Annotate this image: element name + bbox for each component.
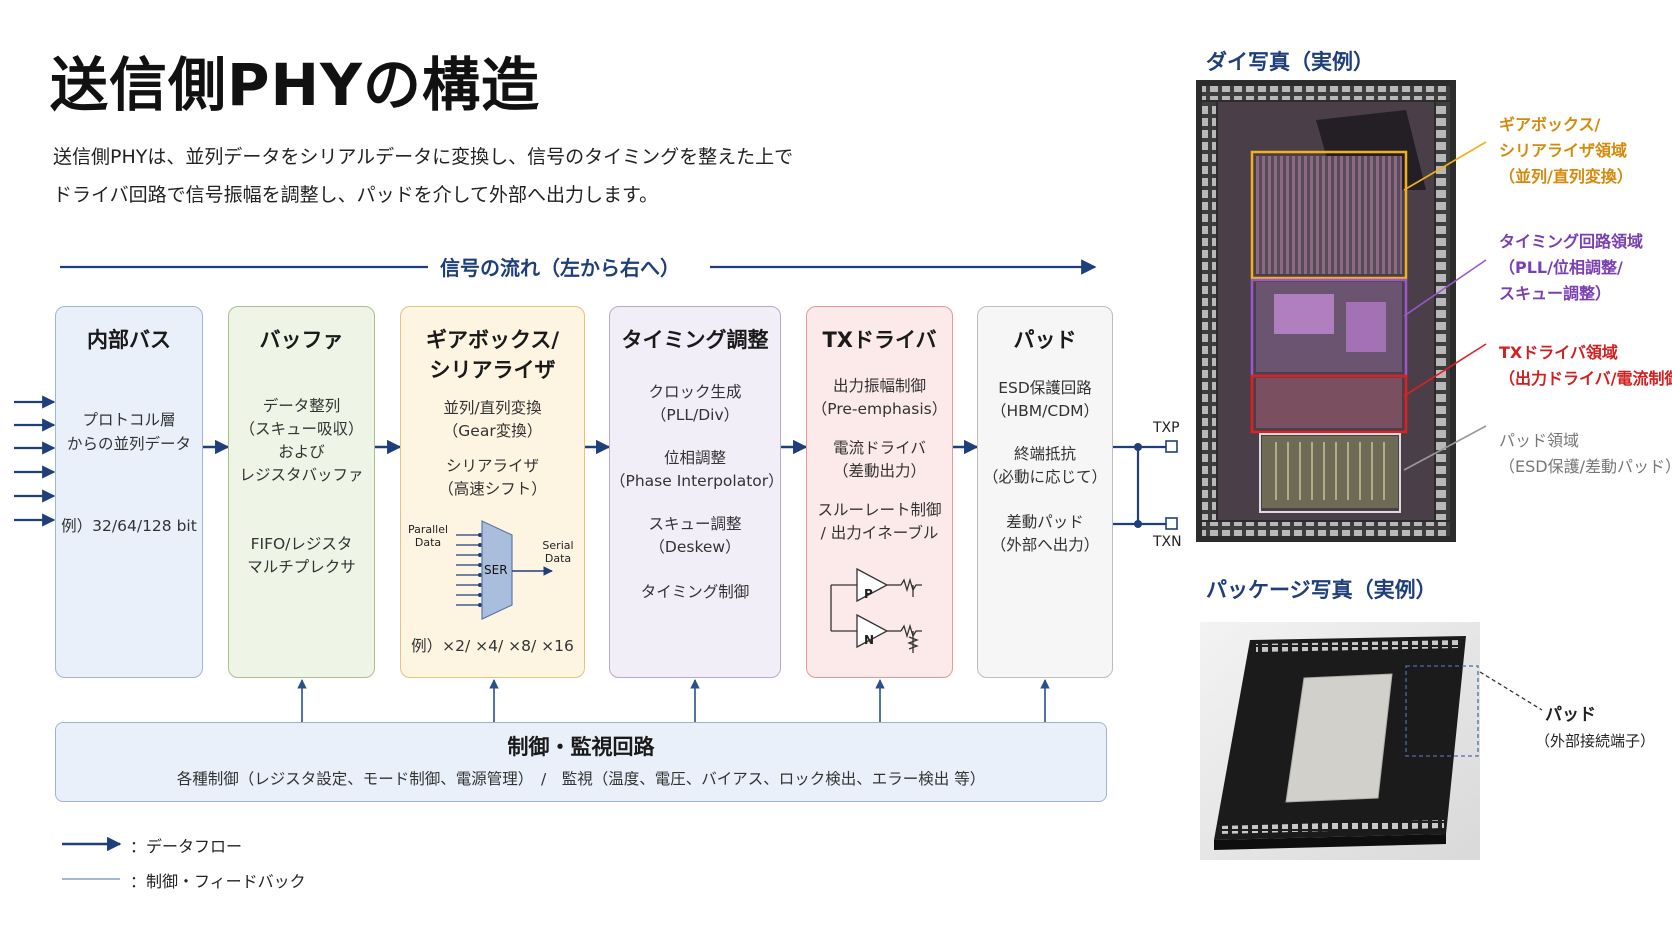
block-text: 終端抵抗 xyxy=(1013,445,1076,463)
die-callout-lines xyxy=(1403,141,1487,471)
block-text: 位相調整 xyxy=(663,449,726,467)
block-text: （HBM/CDM） xyxy=(990,402,1100,420)
signal-flow-label: 信号の流れ（左から右へ） xyxy=(440,256,680,280)
block-text: 電流ドライバ xyxy=(833,439,926,457)
block-text: 例）×2/ ×4/ ×8/ ×16 xyxy=(411,637,574,655)
legend-control-flow: ：制御・フィードバック xyxy=(130,872,306,891)
block-text: 例）32/64/128 bit xyxy=(61,517,197,535)
block-text: プロトコル層 xyxy=(82,411,176,429)
block-gearbox-serializer: ギアボックス/ シリアライザ 並列/直列変換 （Gear変換） シリアライザ （… xyxy=(400,306,585,678)
package-pad-sublabel: （外部接続端子） xyxy=(1535,732,1656,750)
block-title: 内部バス xyxy=(87,328,171,352)
block-text: クロック生成 xyxy=(648,383,742,401)
die-label-gearbox: ギアボックス/シリアライザ領域（並列/直列変換） xyxy=(1499,115,1633,186)
block-text: タイミング制御 xyxy=(640,583,750,601)
block-pad: パッド ESD保護回路 （HBM/CDM） 終端抵抗 （必動に応じて） 差動パッ… xyxy=(977,306,1113,678)
block-title: シリアライザ xyxy=(429,358,556,382)
block-title: タイミング調整 xyxy=(621,328,769,352)
block-tx-driver: TXドライバ 出力振幅制御 （Pre-emphasis） 電流ドライバ （差動出… xyxy=(806,306,953,678)
block-text: （必動に応じて） xyxy=(982,468,1107,486)
serializer-label: SER xyxy=(484,563,508,577)
die-label-tx-driver: TXドライバ領域（出力ドライバ/電流制御） xyxy=(1499,343,1672,388)
legend-data-flow: ：データフロー xyxy=(130,837,243,856)
block-text: （スキュー吸収） xyxy=(239,420,364,438)
block-text: スキュー調整 xyxy=(648,515,742,533)
block-text: 差動パッド xyxy=(1006,513,1084,531)
page-title: 送信側PHYの構造 xyxy=(50,51,541,119)
block-text: データ整列 xyxy=(262,397,341,415)
description-line-2: ドライバ回路で信号振幅を調整し、パッドを介して外部へ出力します。 xyxy=(53,184,659,206)
block-title: パッド xyxy=(1013,328,1077,352)
block-text: （差動出力） xyxy=(832,462,926,480)
die-label-pad: パッド領域（ESD保護/差動パッド） xyxy=(1499,431,1672,476)
txn-label: TXN xyxy=(1153,534,1182,550)
package-photo xyxy=(1200,622,1480,860)
block-title: TXドライバ xyxy=(822,328,937,352)
block-text: （Gear変換） xyxy=(442,422,543,440)
driver-p-label: P xyxy=(864,587,873,601)
package-photo-title: パッケージ写真（実例） xyxy=(1206,578,1437,602)
block-title: バッファ xyxy=(259,328,344,352)
differential-driver-symbol xyxy=(830,567,922,653)
block-text: （外部へ出力） xyxy=(990,536,1100,554)
pad-callout-line xyxy=(1479,671,1543,711)
block-buffer: バッファ データ整列 （スキュー吸収） および レジスタバッファ FIFO/レジ… xyxy=(228,306,375,678)
block-text: （Pre-emphasis） xyxy=(811,400,948,418)
control-description: 各種制御（レジスタ設定、モード制御、電源管理） / 監視（温度、電圧、バイアス、… xyxy=(176,770,986,788)
block-text: FIFO/レジスタ xyxy=(250,535,353,553)
block-text: （高速シフト） xyxy=(438,480,547,498)
block-text: レジスタバッファ xyxy=(239,466,364,484)
block-text: 出力振幅制御 xyxy=(832,377,926,395)
block-text: （Phase Interpolator） xyxy=(610,472,784,490)
block-text: および xyxy=(278,443,325,461)
die-photo-title: ダイ写真（実例） xyxy=(1206,50,1374,74)
txp-label: TXP xyxy=(1153,420,1180,436)
block-timing-adjust: タイミング調整 クロック生成 （PLL/Div） 位相調整 （Phase Int… xyxy=(609,306,784,678)
block-text: スルーレート制御 xyxy=(817,501,942,519)
block-text: 並列/直列変換 xyxy=(443,399,542,417)
block-text: マルチプレクサ xyxy=(247,558,356,576)
block-text: （Deskew） xyxy=(649,538,741,556)
block-internal-bus: 内部バス プロトコル層 からの並列データ 例）32/64/128 bit xyxy=(55,306,203,678)
description-line-1: 送信側PHYは、並列データをシリアルデータに変換し、信号のタイミングを整えた上で xyxy=(53,146,794,168)
block-text: シリアライザ xyxy=(445,457,539,475)
serializer-symbol xyxy=(456,520,553,620)
driver-n-label: N xyxy=(864,633,875,647)
control-title: 制御・監視回路 xyxy=(507,735,655,759)
die-label-timing: タイミング回路領域（PLL/位相調整/スキュー調整） xyxy=(1499,232,1644,303)
block-text: ESD保護回路 xyxy=(998,379,1092,397)
block-title: ギアボックス/ xyxy=(425,328,560,352)
block-text: （PLL/Div） xyxy=(650,406,740,424)
control-monitor-block: 制御・監視回路 各種制御（レジスタ設定、モード制御、電源管理） / 監視（温度、… xyxy=(55,722,1107,802)
package-pad-label: パッド xyxy=(1545,705,1596,725)
block-text: / 出力イネーブル xyxy=(820,524,939,542)
block-text: からの並列データ xyxy=(66,435,191,453)
